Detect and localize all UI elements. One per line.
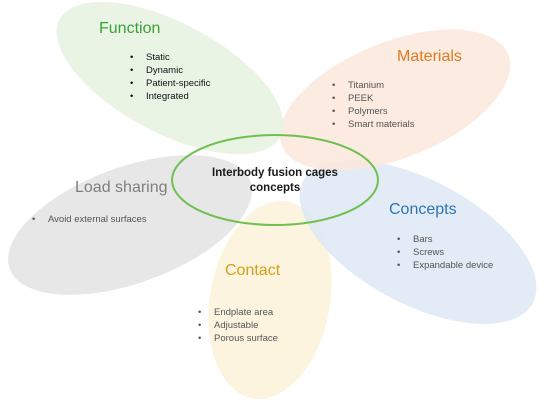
contact-bullet-list: Endplate area Adjustable Porous surface <box>196 306 278 345</box>
list-item: Porous surface <box>196 332 278 345</box>
concepts-title: Concepts <box>389 201 457 218</box>
list-item: Adjustable <box>196 319 278 332</box>
materials-bullet-list: Titanium PEEK Polymers Smart materials <box>330 79 415 131</box>
list-item: Bars <box>395 233 493 246</box>
list-item: Patient-specific <box>128 77 210 90</box>
list-item: Titanium <box>330 79 415 92</box>
list-item: Expandable device <box>395 259 493 272</box>
list-item: Static <box>128 51 210 64</box>
list-item: Integrated <box>128 90 210 103</box>
list-item: PEEK <box>330 92 415 105</box>
list-item: Dynamic <box>128 64 210 77</box>
list-item: Screws <box>395 246 493 259</box>
load-sharing-title: Load sharing <box>75 179 168 196</box>
list-item: Smart materials <box>330 118 415 131</box>
list-item: Endplate area <box>196 306 278 319</box>
function-title: Function <box>99 20 161 37</box>
contact-title: Contact <box>225 262 281 279</box>
function-bullet-list: Static Dynamic Patient-specific Integrat… <box>128 51 210 103</box>
concepts-bullet-list: Bars Screws Expandable device <box>395 233 493 272</box>
center-label-line-1: Interbody fusion cages <box>212 167 338 179</box>
center-label: Interbody fusion cages concepts <box>185 166 365 196</box>
list-item: Avoid external surfaces <box>30 213 147 226</box>
center-ring <box>171 134 379 226</box>
center-label-line-2: concepts <box>249 182 301 194</box>
petal-contact <box>208 200 332 400</box>
list-item: Polymers <box>330 105 415 118</box>
load-sharing-bullet-list: Avoid external surfaces <box>30 213 147 226</box>
materials-title: Materials <box>397 48 462 65</box>
